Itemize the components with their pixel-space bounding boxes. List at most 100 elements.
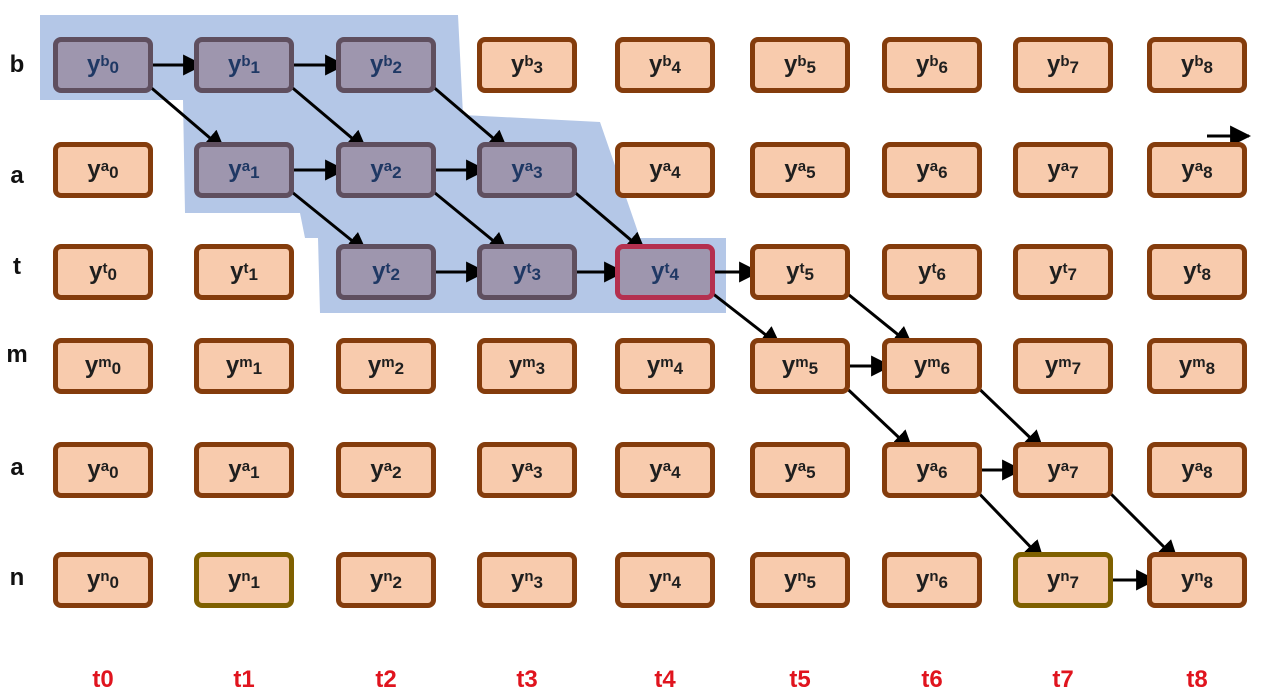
time-label-t2: t2 [375,666,397,693]
state-label-m: m [6,341,28,368]
node-symbol: y [511,51,525,78]
node-symbol: y [916,156,930,183]
node-symbol: y [513,258,527,285]
node-symbol: y [786,258,800,285]
node-symbol: y [228,156,242,183]
node-symbol: y [370,566,384,593]
node-symbol: y [87,566,101,593]
node-symbol: y [225,352,240,379]
node-symbol: y [84,352,99,379]
time-label-t5: t5 [789,666,811,693]
node-symbol: y [87,51,101,78]
transition-arrow [281,182,368,254]
node-symbol: y [1049,258,1063,285]
transition-arrow [1099,482,1179,562]
transition-arrow [423,182,509,254]
node-symbol: y [89,258,103,285]
node-symbol: y [781,352,796,379]
transition-arrow [968,482,1045,562]
node-symbol: y [1044,352,1059,379]
transition-arrow [281,77,368,152]
node-symbol: y [1047,51,1061,78]
time-label-t4: t4 [654,666,676,693]
node-symbol: y [784,51,798,78]
node-symbol: y [230,258,244,285]
node-symbol: y [913,352,928,379]
node-symbol: y [916,456,930,483]
time-label-t3: t3 [516,666,538,693]
state-label-a: a [10,454,24,481]
node-symbol: y [370,156,384,183]
node-symbol: y [784,156,798,183]
node-symbol: y [918,258,932,285]
node-symbol: y [649,156,663,183]
state-label-b: b [9,51,25,78]
time-label-t6: t6 [921,666,943,693]
node-symbol: y [1183,258,1197,285]
node-symbol: y [1047,156,1061,183]
time-label-t7: t7 [1052,666,1074,693]
node-symbol: y [916,51,930,78]
node-symbol: y [508,352,523,379]
transition-arrow [702,284,782,348]
node-symbol: y [511,456,525,483]
node-symbol: y [1047,566,1061,593]
time-label-t0: t0 [92,666,114,693]
node-symbol: y [784,456,798,483]
node-symbol: y [511,566,525,593]
node-symbol: y [228,51,242,78]
node-symbol: y [511,156,525,183]
node-symbol: y [370,51,384,78]
node-symbol: y [1181,156,1195,183]
node-symbol: y [367,352,382,379]
node-symbol: y [372,258,386,285]
node-symbol: y [228,456,242,483]
node-symbol: y [87,156,101,183]
time-label-t1: t1 [233,666,255,693]
transition-arrow [423,77,509,152]
node-symbol: y [1181,51,1195,78]
node-symbol: y [1181,566,1195,593]
node-symbol: y [87,456,101,483]
node-symbol: y [1047,456,1061,483]
node-symbol: y [1178,352,1193,379]
